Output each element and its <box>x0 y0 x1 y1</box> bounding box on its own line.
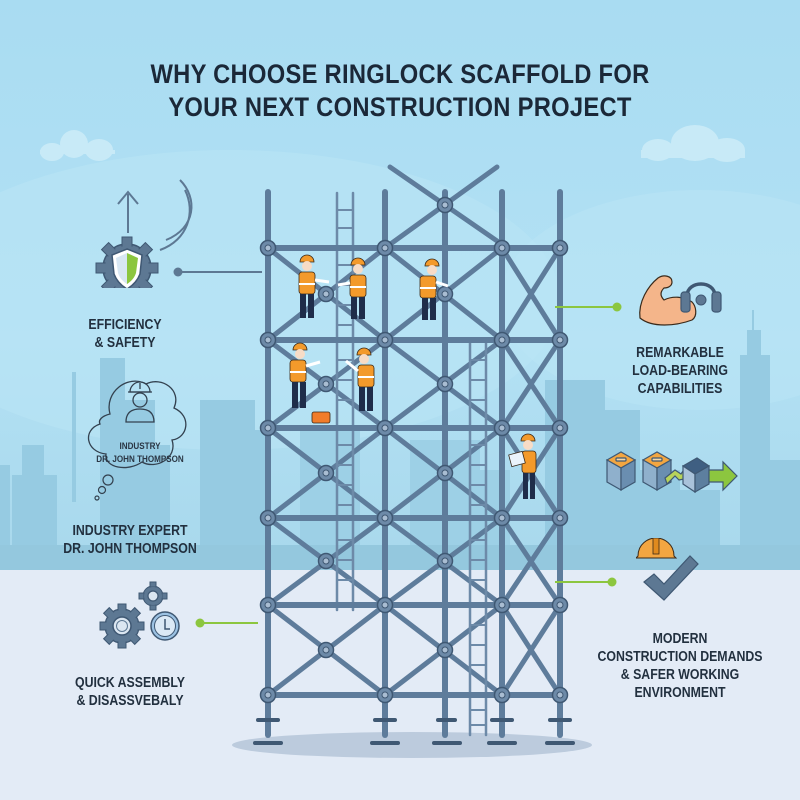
blocks-arrow-icon <box>605 451 738 494</box>
cloud-left <box>40 130 115 161</box>
toolbox <box>311 411 331 424</box>
worker-4 <box>289 342 321 408</box>
hardhat-checkmark-icon <box>636 538 699 601</box>
title-line-1: WHY CHOOSE RINGLOCK SCAFFOLD FOR <box>150 59 650 89</box>
feature-label-industry-expert: INDUSTRY EXPERT DR. JOHN THOMPSON <box>63 523 197 557</box>
flexed-arm-weight-icon <box>639 275 722 326</box>
skyline-left <box>0 358 265 570</box>
worker-1 <box>298 254 330 318</box>
worker-2 <box>337 257 367 319</box>
thought-cloud-text: INDUSTRY DR. JOHN THOMPSON <box>96 441 184 465</box>
feature-label-efficiency-safety: EFFICIENCY & SAFETY <box>88 317 162 351</box>
feature-label-modern-demands: MODERN CONSTRUCTION DEMANDS & SAFER WORK… <box>597 631 763 701</box>
base-jacks <box>253 718 575 745</box>
thought-cloud-worker-icon <box>88 380 187 501</box>
connector-lines <box>173 267 622 628</box>
ladder-rungs <box>336 209 487 726</box>
worker-3 <box>419 258 449 320</box>
cloud-right <box>641 125 745 162</box>
gear-shield-icon <box>95 179 193 288</box>
title-line-2: YOUR NEXT CONSTRUCTION PROJECT <box>168 92 632 122</box>
worker-6-inspector <box>508 433 537 499</box>
gears-clock-icon <box>99 581 180 649</box>
feature-label-quick-assembly: QUICK ASSEMBLY & DISASSVEBALY <box>74 675 186 709</box>
page-title: WHY CHOOSE RINGLOCK SCAFFOLD FOR YOUR NE… <box>48 58 752 124</box>
feature-label-load-bearing: REMARKABLE LOAD-BEARING CAPABILITIES <box>632 345 728 397</box>
construction-workers <box>289 254 537 499</box>
worker-5 <box>345 347 375 411</box>
skyline-right <box>545 310 800 570</box>
ladders <box>335 191 488 737</box>
